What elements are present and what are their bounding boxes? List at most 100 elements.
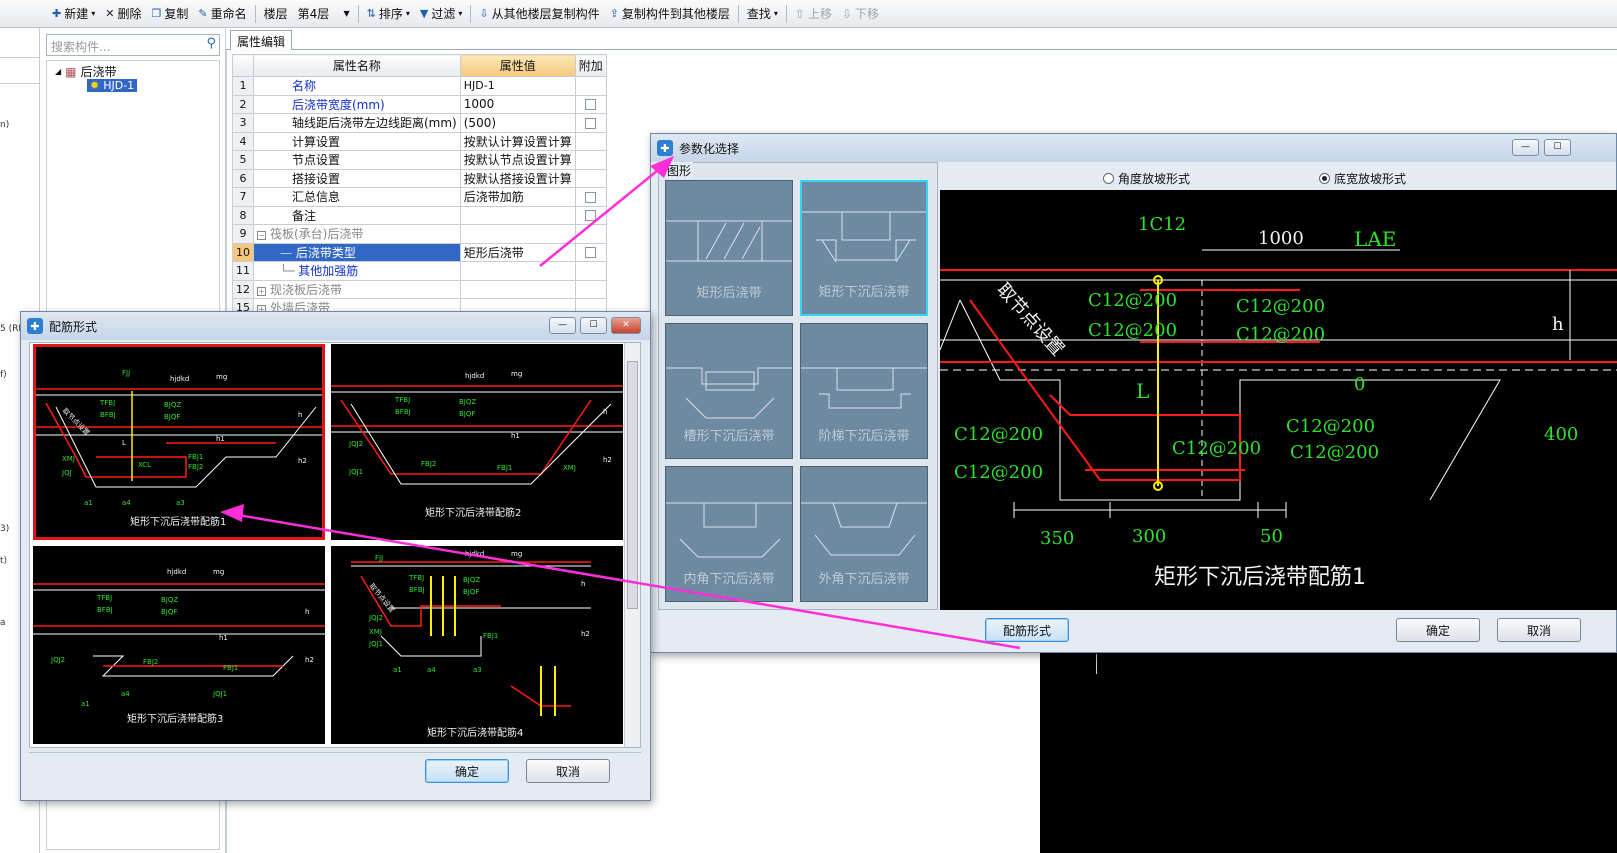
rect-sunken-shape-icon: [802, 211, 926, 263]
vertical-scrollbar[interactable]: [624, 343, 640, 747]
strip-label: 5 (RF: [0, 324, 24, 334]
svg-text:L: L: [122, 439, 126, 447]
search-input[interactable]: 搜索构件...⚲: [46, 34, 220, 56]
move-up-button[interactable]: ⇧上移: [794, 6, 832, 22]
find-button[interactable]: 查找▾: [746, 7, 778, 21]
copy-to-floor-icon: ⇪: [609, 7, 619, 20]
copy-to-floor-button[interactable]: ⇪复制构件到其他楼层: [609, 7, 730, 21]
ok-button[interactable]: 确定: [425, 759, 509, 783]
property-value[interactable]: HJD-1: [459, 76, 576, 96]
svg-text:BFBJ: BFBJ: [409, 586, 425, 594]
component-toolbar: ✚新建▾ ✕删除 ❐复制 ✎重命名 楼层 第4层▼ ⇅排序▾ ▼过滤▾ ⇩从其他…: [0, 0, 1617, 28]
svg-text:BFBJ: BFBJ: [97, 606, 113, 614]
extra-checkbox[interactable]: [585, 99, 597, 111]
maximize-button[interactable]: ☐: [580, 317, 607, 334]
radio-width-slope[interactable]: 底宽放坡形式: [1319, 170, 1406, 187]
table-row: 9−筏板(承台)后浇带: [232, 224, 607, 244]
column-header-extra: 附加: [574, 54, 607, 77]
ok-button[interactable]: 确定: [1396, 618, 1480, 642]
extra-checkbox[interactable]: [585, 210, 597, 222]
property-value[interactable]: 1000: [459, 94, 576, 114]
property-value[interactable]: 矩形后浇带: [459, 242, 576, 262]
rebar-option-3[interactable]: hjdkd mg TFBJ BFBJ BJQZ BJQF h h1 h2 JQJ…: [33, 546, 325, 744]
svg-text:h2: h2: [603, 456, 612, 464]
close-button[interactable]: ✕: [611, 317, 641, 334]
rebar-option-2[interactable]: hjdkd mg TFBJ BFBJ BJQZ BJQF h h1 h2 JQJ…: [331, 344, 623, 540]
strip-label: f): [0, 370, 7, 380]
search-icon[interactable]: ⚲: [206, 36, 216, 51]
extra-checkbox[interactable]: [585, 247, 597, 259]
shape-thumb-rect-sunken[interactable]: 矩形下沉后浇带: [800, 180, 928, 316]
scrollbar-thumb[interactable]: [627, 361, 638, 609]
floor-label: 楼层: [263, 7, 288, 21]
floor-select[interactable]: 第4层▼: [297, 7, 350, 21]
tab-property-edit[interactable]: 属性编辑: [230, 30, 293, 51]
svg-text:TFBJ: TFBJ: [99, 399, 115, 407]
tree-node-selected[interactable]: ✹HJD-1: [87, 79, 138, 92]
svg-text:XMJ: XMJ: [62, 455, 75, 463]
delete-button[interactable]: ✕删除: [105, 7, 142, 21]
svg-text:h: h: [581, 580, 585, 588]
app-icon: ✚: [27, 318, 43, 334]
tree-node-root[interactable]: ◢▦后浇带: [55, 64, 117, 80]
extra-checkbox[interactable]: [585, 117, 597, 129]
property-value[interactable]: 按默认搭接设置计算: [459, 168, 576, 188]
property-value[interactable]: 按默认节点设置计算: [459, 150, 576, 170]
svg-text:h: h: [603, 408, 607, 416]
chevron-down-icon: ▼: [343, 9, 350, 18]
up-icon: ⇧: [794, 6, 805, 21]
table-row-selected: 10— 后浇带类型矩形后浇带: [232, 242, 607, 262]
rebar-option-caption: 矩形下沉后浇带配筋4: [427, 726, 523, 739]
expand-icon[interactable]: +: [257, 286, 266, 296]
rebar-option-3-svg: hjdkd mg TFBJ BFBJ BJQZ BJQF h h1 h2 JQJ…: [33, 568, 325, 725]
new-button[interactable]: ✚新建▾: [52, 7, 96, 21]
property-value[interactable]: 后浇带加筋: [459, 187, 576, 207]
shape-thumb-outer-corner[interactable]: 外角下沉后浇带: [800, 466, 928, 602]
cancel-button[interactable]: 取消: [526, 759, 610, 783]
svg-text:a4: a4: [427, 666, 436, 674]
rename-button[interactable]: ✎重命名: [198, 7, 247, 21]
shape-thumb-rect[interactable]: 矩形后浇带: [665, 180, 793, 316]
strip-header: [0, 62, 40, 84]
radio-angle-slope[interactable]: 角度放坡形式: [1103, 170, 1190, 187]
svg-text:TFBJ: TFBJ: [96, 594, 112, 602]
property-value[interactable]: (500): [459, 113, 576, 133]
step-sunken-shape-icon: [801, 367, 927, 409]
svg-text:BJQZ: BJQZ: [164, 401, 181, 409]
svg-text:hjdkd: hjdkd: [170, 375, 189, 383]
cancel-button[interactable]: 取消: [1497, 618, 1581, 642]
sort-button[interactable]: ⇅排序▾: [366, 7, 410, 21]
shape-thumb-inner-corner[interactable]: 内角下沉后浇带: [665, 466, 793, 602]
svg-text:JQJ1: JQJ1: [348, 468, 363, 476]
rebar-style-button[interactable]: 配筋形式: [985, 618, 1069, 642]
copy-from-floor-button[interactable]: ⇩从其他楼层复制构件: [479, 7, 600, 21]
svg-text:JQJ2: JQJ2: [50, 656, 65, 664]
svg-text:hjdkd: hjdkd: [465, 550, 484, 558]
shape-thumb-step-sunken[interactable]: 阶梯下沉后浇带: [800, 323, 928, 459]
property-value[interactable]: 按默认计算设置计算: [459, 131, 576, 151]
extra-checkbox[interactable]: [585, 191, 597, 203]
filter-button[interactable]: ▼过滤▾: [419, 7, 463, 21]
move-down-button[interactable]: ⇩下移: [841, 6, 880, 22]
drawing-canvas[interactable]: [1040, 650, 1617, 853]
shape-thumb-groove-sunken[interactable]: 槽形下沉后浇带: [665, 323, 793, 459]
svg-text:a3: a3: [176, 499, 185, 507]
copy-button[interactable]: ❐复制: [151, 7, 189, 21]
column-header-value: 属性值: [459, 54, 576, 77]
rebar-option-1[interactable]: FJJ hjdkd mg TFBJ BFBJ BJQZ BJQF h h1 h2…: [33, 344, 325, 540]
rebar-option-4[interactable]: FJJ hjdkd mg TFBJ BFBJ BJQZ BJQF h h2 JQ…: [331, 546, 623, 744]
label-rebar-8: C12@200: [1286, 416, 1375, 437]
svg-text:JQJ2: JQJ2: [368, 614, 383, 622]
label-rebar-1: C12@200: [1088, 290, 1177, 311]
property-value[interactable]: [459, 205, 576, 225]
minimize-button[interactable]: —: [549, 317, 576, 334]
maximize-button[interactable]: ☐: [1544, 139, 1571, 156]
svg-text:h: h: [305, 608, 309, 616]
svg-text:JQJ: JQJ: [61, 469, 72, 477]
minimize-button[interactable]: —: [1512, 139, 1539, 156]
strip-label: t): [0, 556, 8, 566]
collapse-icon[interactable]: −: [257, 231, 266, 241]
radio-icon: [1103, 173, 1114, 184]
collapse-icon[interactable]: ◢: [55, 67, 62, 76]
